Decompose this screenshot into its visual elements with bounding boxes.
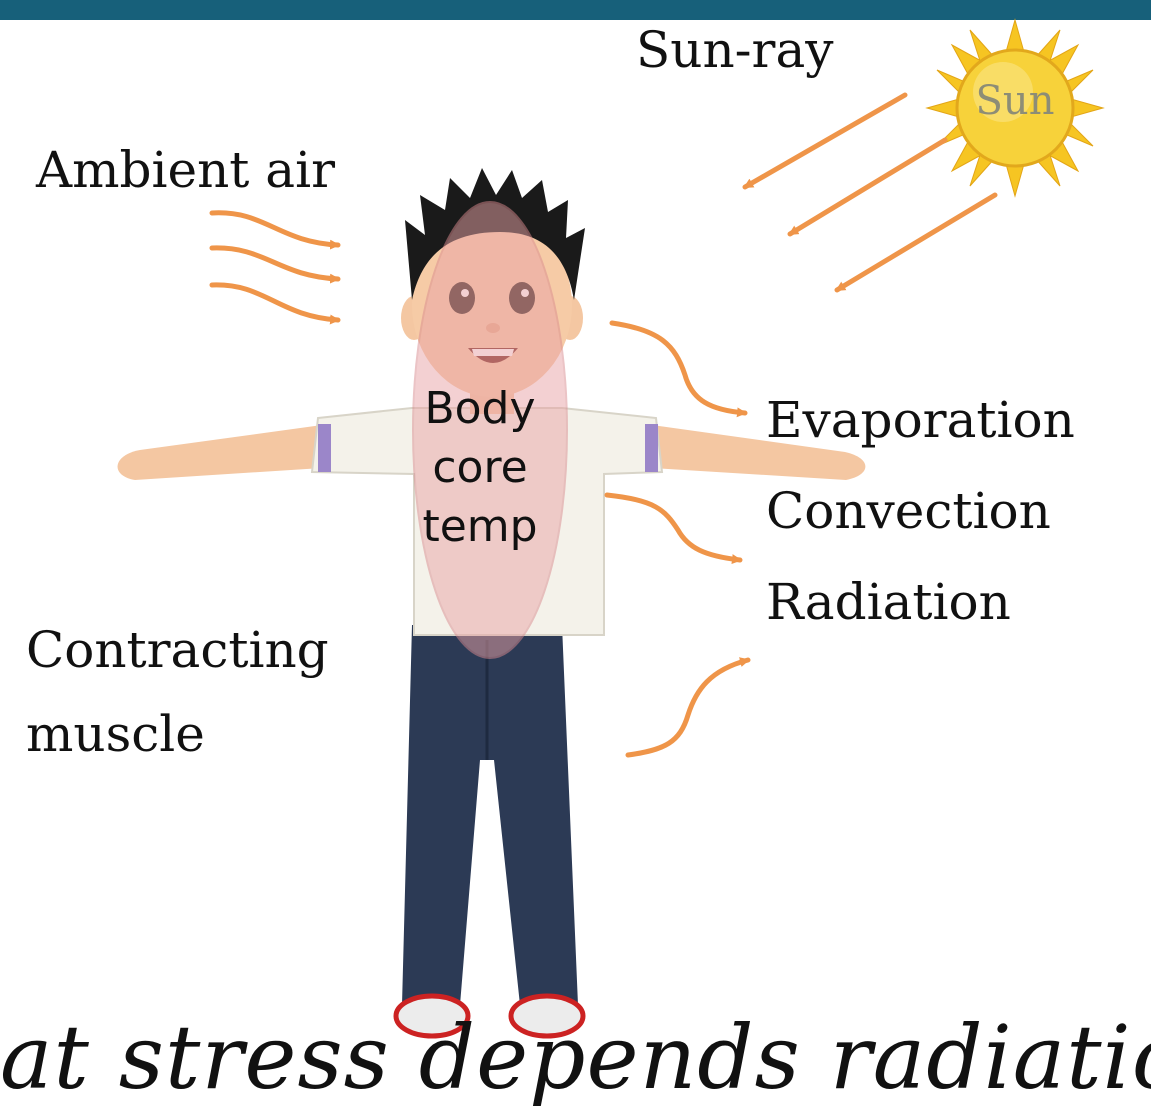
bottom-caption-partial: at stress depends radiation <box>0 1006 1151 1109</box>
ambient-air-label: Ambient air <box>36 142 335 198</box>
evaporation-label: Evaporation <box>766 392 1075 448</box>
evaporation-arrow <box>612 323 745 413</box>
ambient-air-arrow-1 <box>212 213 338 245</box>
body-core-line-3: temp <box>380 498 580 557</box>
contracting-label: Contracting <box>26 622 329 678</box>
body-core-line-2: core <box>380 439 580 498</box>
body-core-label: Body core temp <box>380 380 580 557</box>
sun-ray-arrow-2 <box>790 140 945 234</box>
radiation-label: Radiation <box>766 574 1011 630</box>
sun-ray-arrow-1 <box>745 95 905 187</box>
sun-ray-label: Sun-ray <box>636 22 834 78</box>
muscle-label: muscle <box>26 706 205 762</box>
ambient-air-arrow-3 <box>212 285 338 320</box>
radiation-arrow <box>628 660 748 755</box>
body-core-line-1: Body <box>380 380 580 439</box>
convection-arrow <box>607 495 740 560</box>
sun-ray-arrow-3 <box>837 195 995 290</box>
ambient-air-arrow-2 <box>212 248 338 279</box>
sun-label: Sun <box>960 78 1070 124</box>
convection-label: Convection <box>766 483 1051 539</box>
